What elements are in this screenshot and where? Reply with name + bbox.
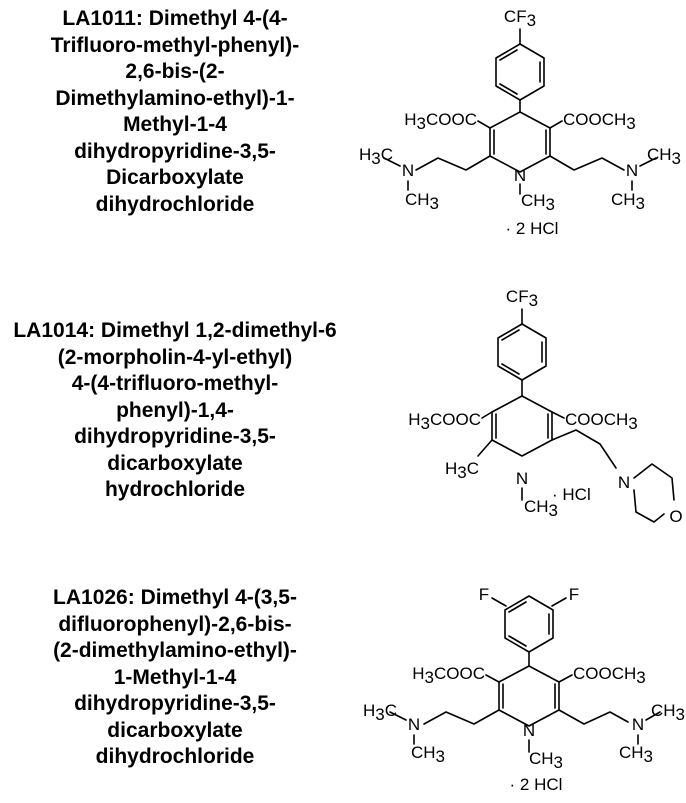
name-line: dihydrochloride	[95, 192, 255, 216]
amine-nitrogen: N	[626, 161, 638, 180]
name-line: dicarboxylate	[107, 451, 243, 475]
ester-label: H3COOC	[408, 410, 481, 433]
name-line: 4-(4-trifluoro-methyl-	[71, 372, 279, 395]
name-line: dihydropyridine-3,5-	[74, 425, 276, 448]
substituent-label: CF3	[504, 7, 536, 30]
morpholine-nitrogen: N	[618, 473, 630, 492]
ester-label: H3COOC	[404, 110, 477, 133]
n-methyl-label: CH3	[524, 497, 558, 520]
name-line: (2-dimethylamino-ethyl)-	[53, 639, 297, 662]
amine-nitrogen: N	[632, 715, 644, 734]
amine-methyl-label: CH3	[611, 190, 645, 213]
ester-label: COOCH3	[573, 664, 646, 687]
name-line: (2-morpholin-4-yl-ethyl)	[57, 345, 293, 369]
amine-nitrogen: N	[402, 161, 414, 180]
ester-label: COOCH3	[565, 410, 638, 433]
fluoro-label: F	[569, 585, 579, 604]
name-line: 1-Methyl-1-4	[113, 665, 237, 689]
name-line: LA1011: Dimethyl 4-(4-	[62, 7, 288, 30]
morpholine-oxygen: O	[669, 507, 682, 526]
name-line: phenyl)-1,4-	[116, 398, 234, 422]
salt-label: · HCl	[552, 485, 591, 504]
name-line: dihydrochloride	[95, 745, 255, 768]
fluoro-label: F	[479, 585, 489, 604]
amine-methyl-label: H3C	[359, 145, 393, 168]
name-line: dicarboxylate	[107, 718, 243, 742]
name-line: Trifluoro-methyl-phenyl)-	[50, 33, 300, 57]
amine-methyl-label: H3C	[363, 701, 397, 724]
ester-label: H3COOC	[412, 664, 485, 687]
name-line: Dicarboxylate	[106, 166, 244, 189]
n-methyl-label: CH3	[521, 191, 555, 214]
salt-label: · 2 HCl	[506, 219, 559, 238]
name-line: dihydropyridine-3,5-	[74, 692, 276, 715]
amine-methyl-label: CH3	[619, 743, 653, 766]
amine-methyl-label: CH3	[405, 190, 439, 213]
ring-nitrogen: N	[523, 721, 535, 740]
compound-name-la1014: LA1014: Dimethyl 1,2-dimethyl-6 (2-morph…	[0, 318, 350, 504]
ester-label: COOCH3	[563, 110, 636, 133]
name-line: LA1014: Dimethyl 1,2-dimethyl-6	[13, 319, 337, 342]
n-methyl-label: CH3	[529, 749, 563, 772]
salt-label: · 2 HCl	[510, 775, 563, 794]
amine-nitrogen: N	[408, 715, 420, 734]
amine-methyl-label: CH3	[647, 145, 681, 168]
name-line: dihydropyridine-3,5-	[74, 139, 276, 163]
structure-la1014: CF3 H3COOC COOCH3 H3C N CH3 · HCl N O	[408, 287, 682, 526]
ring-nitrogen: N	[516, 469, 528, 488]
structure-la1011: CF3 H3COOC COOCH3 N CH3 N H3C CH3 N CH3	[359, 7, 681, 238]
name-line: LA1026: Dimethyl 4-(3,5-	[53, 586, 297, 609]
name-line: Methyl-1-4	[123, 113, 227, 136]
compound-name-la1026: LA1026: Dimethyl 4-(3,5- difluorophenyl)…	[0, 585, 350, 771]
name-line: 2,6-bis-(2-	[125, 60, 225, 83]
name-line: difluorophenyl)-2,6-bis-	[58, 612, 292, 636]
ring-nitrogen: N	[514, 166, 526, 185]
amine-methyl-label: CH3	[651, 701, 685, 724]
amine-methyl-label: CH3	[411, 743, 445, 766]
substituent-label: CF3	[506, 287, 538, 310]
name-line: hydrochloride	[104, 478, 246, 501]
c-methyl-label: H3C	[445, 459, 479, 482]
name-line: Dimethylamino-ethyl)-1-	[55, 86, 295, 110]
compound-name-la1011: LA1011: Dimethyl 4-(4- Trifluoro-methyl-…	[0, 6, 350, 218]
structure-la1026: F F H3COOC COOCH3 N CH3 N H3C CH3 N CH3	[363, 585, 685, 794]
